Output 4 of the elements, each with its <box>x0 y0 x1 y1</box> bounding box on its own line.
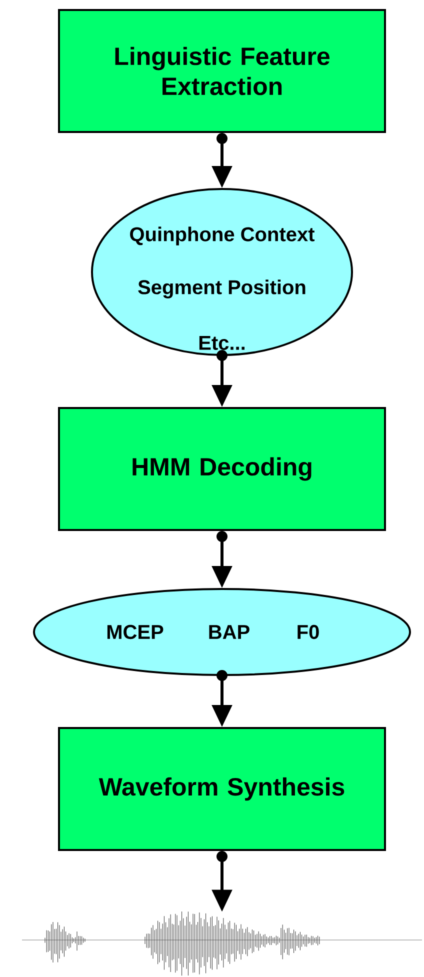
picture <box>22 911 422 976</box>
process-box: Waveform Synthesis <box>58 727 386 851</box>
process-box: HMM Decoding <box>58 407 386 531</box>
process-box: Linguistic Feature Extraction <box>58 9 386 133</box>
